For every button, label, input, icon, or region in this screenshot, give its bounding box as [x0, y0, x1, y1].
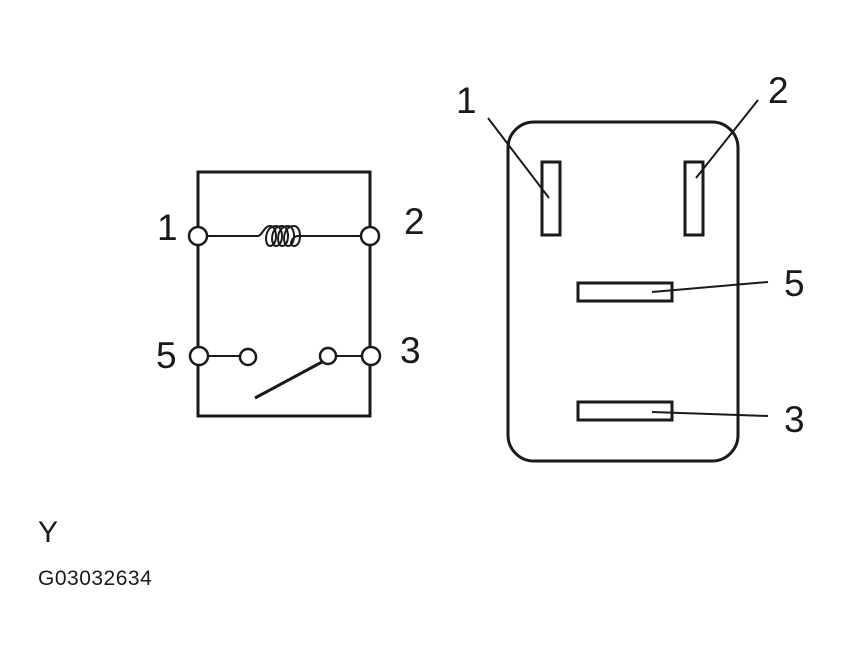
connector-label-5: 5 — [784, 263, 805, 304]
schematic-terminal-1 — [187, 225, 209, 247]
switch-fixed-contact — [238, 347, 258, 367]
connector-label-2: 2 — [768, 70, 789, 111]
schematic-label-5: 5 — [156, 335, 177, 376]
relay-coil-icon — [257, 224, 314, 248]
connector-pin-5 — [576, 281, 674, 303]
relay-schematic: 1 2 5 3 — [156, 170, 425, 418]
switch-arm — [254, 360, 323, 400]
schematic-terminal-2 — [359, 225, 381, 247]
relay-connector: 1 2 5 3 — [456, 70, 805, 463]
connector-pin-2 — [683, 160, 705, 237]
leader-line-2 — [695, 99, 759, 179]
connector-pin-1 — [540, 160, 562, 237]
leader-line-3 — [651, 411, 769, 417]
leader-line-1 — [487, 117, 550, 199]
connector-label-1: 1 — [456, 80, 477, 121]
view-letter: Y — [38, 516, 59, 549]
schematic-terminal-5 — [188, 345, 210, 367]
connector-outline — [506, 120, 740, 463]
switch-pivot-contact — [318, 346, 338, 366]
figure-id: G03032634 — [38, 567, 153, 590]
schematic-terminal-3 — [360, 345, 382, 367]
schematic-label-3: 3 — [400, 330, 421, 371]
leader-line-5 — [651, 281, 769, 293]
schematic-outline — [196, 170, 372, 418]
connector-label-3: 3 — [784, 399, 805, 440]
schematic-label-2: 2 — [404, 201, 425, 242]
schematic-label-1: 1 — [157, 207, 178, 248]
connector-pin-3 — [576, 400, 674, 422]
